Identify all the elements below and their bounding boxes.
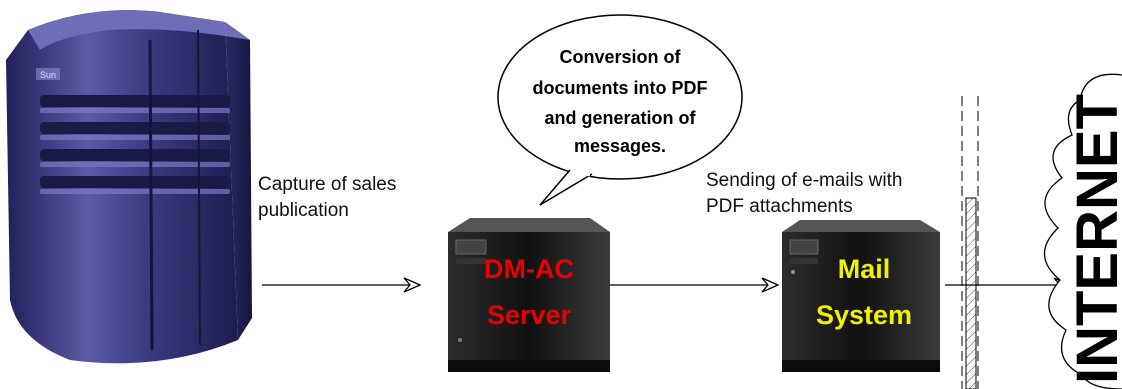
sending-label-line-1: Sending of e-mails with <box>706 170 902 191</box>
server1-label-line-1: DM-AC <box>484 254 574 284</box>
dm-ac-server-icon <box>448 218 610 372</box>
bubble-line-2: documents into PDF <box>533 78 708 98</box>
server2-label-line-2: System <box>816 300 912 330</box>
internet-label: INTERNET <box>1065 94 1122 384</box>
server2-label-line-1: Mail <box>838 254 891 284</box>
sun-logo: Sun <box>40 70 56 80</box>
internet-cloud-icon <box>1043 73 1122 389</box>
capture-label-line-1: Capture of sales <box>258 174 396 195</box>
speech-bubble: Conversion of documents into PDF and gen… <box>497 14 743 206</box>
arrow-internet <box>945 277 1072 293</box>
firewall-icon <box>961 96 979 389</box>
sending-label-line-2: PDF attachments <box>706 196 853 217</box>
bubble-line-4: messages. <box>574 136 666 156</box>
bubble-line-3: and generation of <box>544 108 696 128</box>
capture-label-line-2: publication <box>258 200 349 221</box>
server1-label-line-2: Server <box>487 300 572 330</box>
arrow-capture <box>262 277 422 293</box>
bubble-line-1: Conversion of <box>559 47 681 67</box>
arrow-send <box>610 277 780 293</box>
mail-server-icon <box>782 220 940 372</box>
mainframe-icon: Sun <box>6 10 252 364</box>
